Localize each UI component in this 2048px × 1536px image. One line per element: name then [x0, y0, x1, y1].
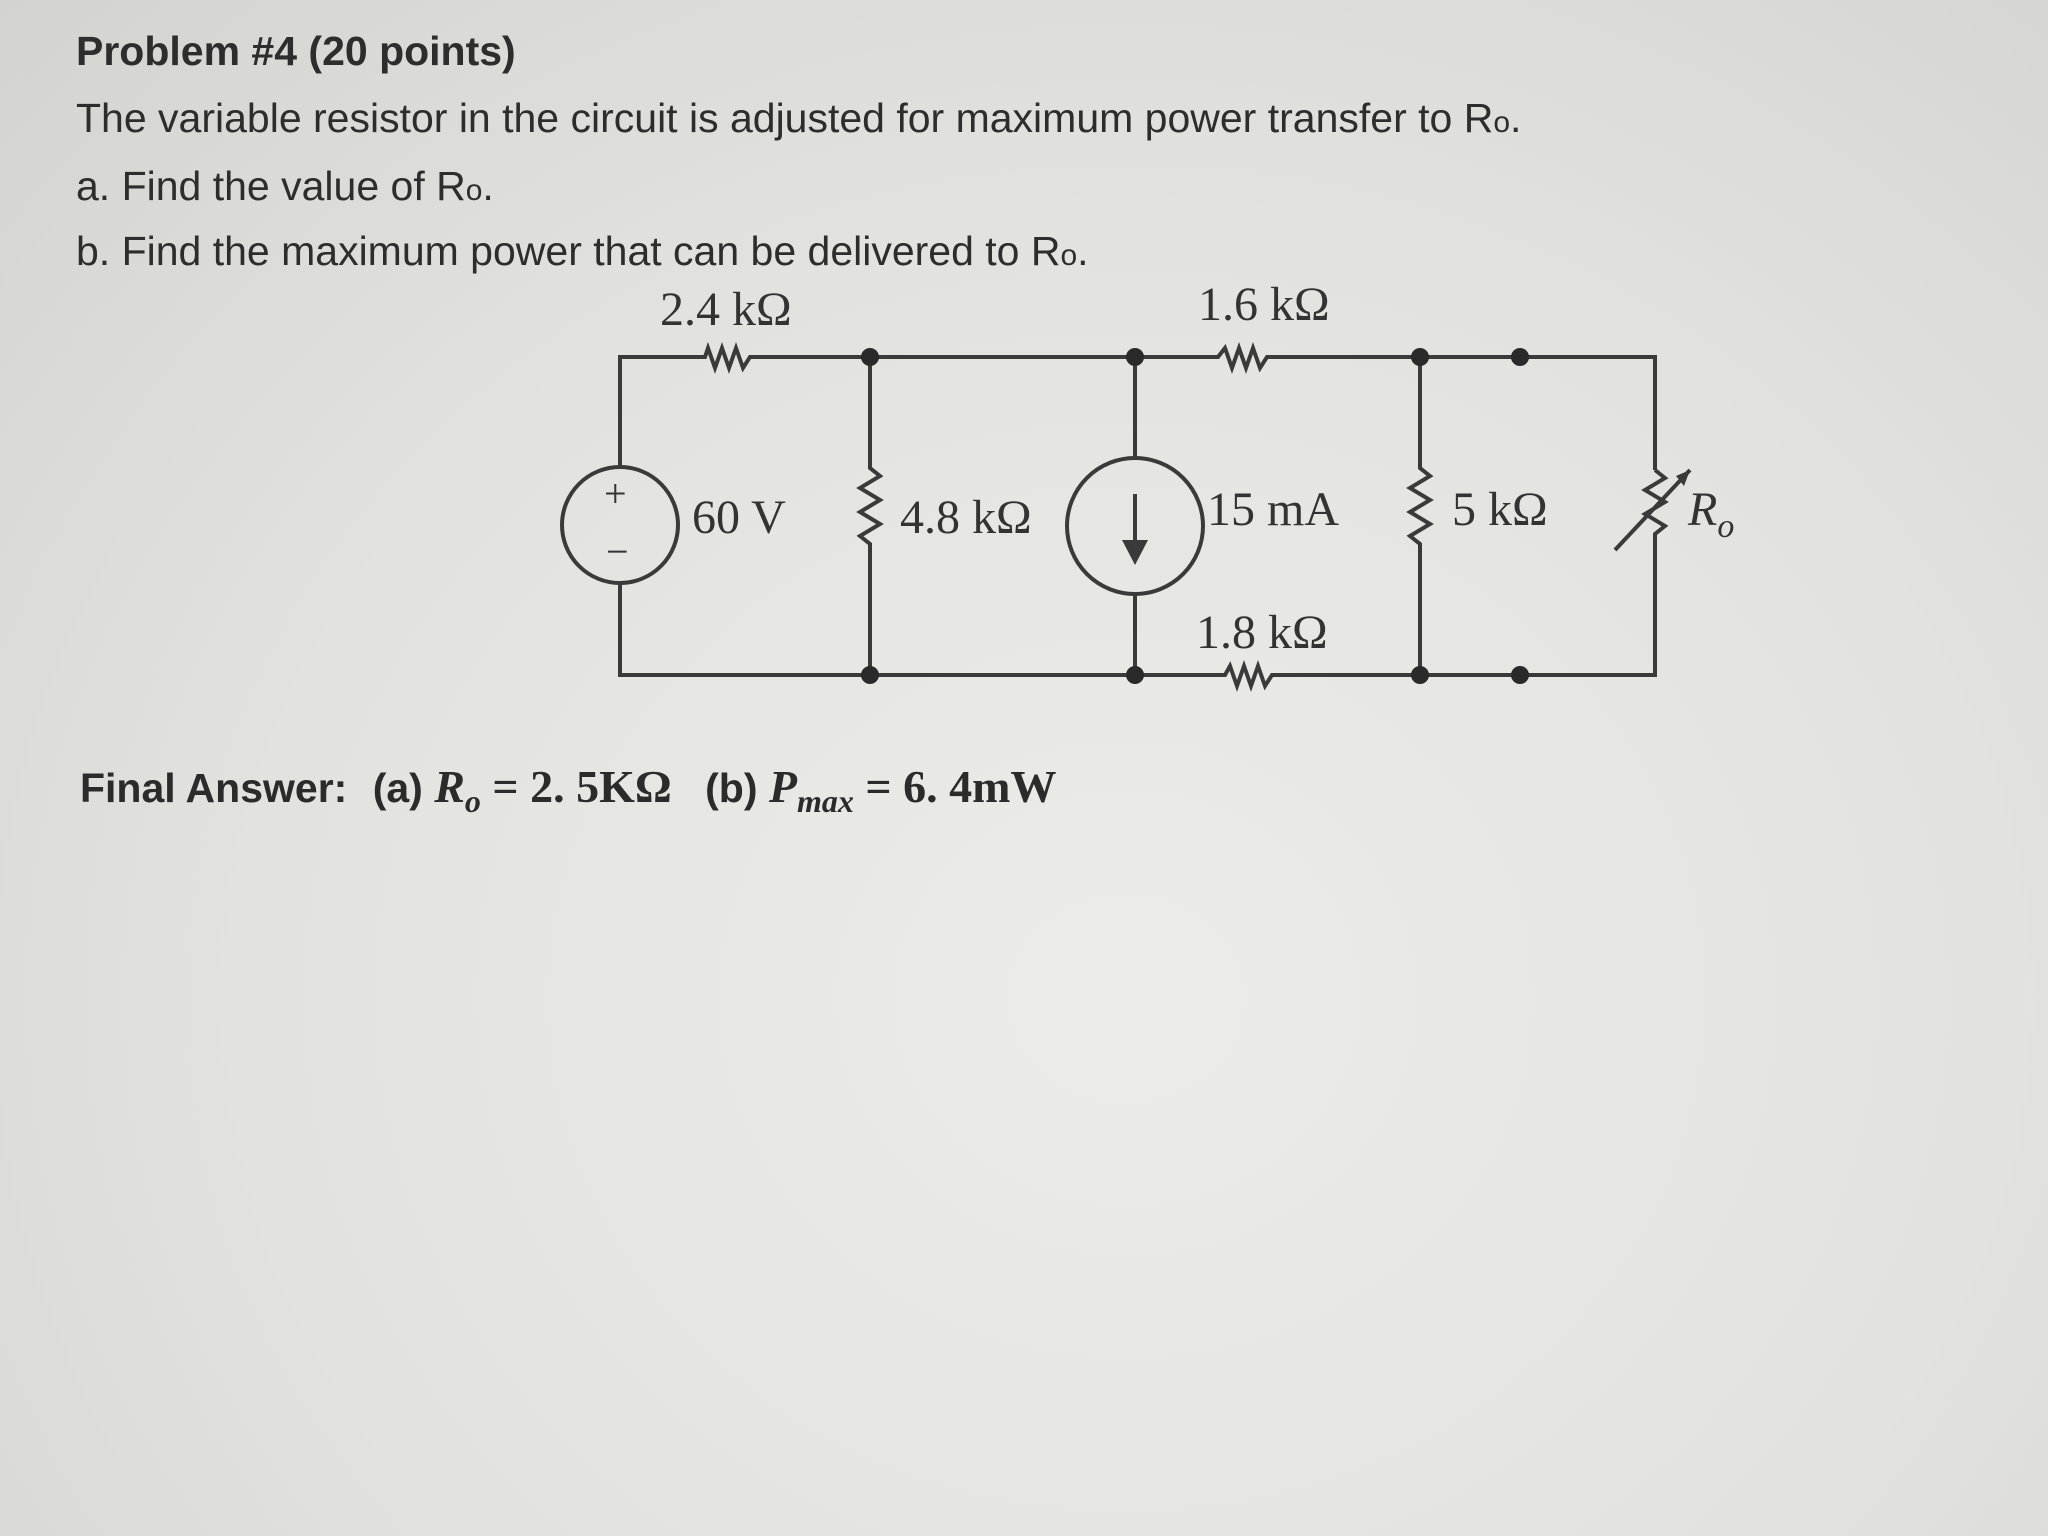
final-answer: Final Answer: (a) Ro = 2. 5KΩ (b) Pmax =…	[80, 760, 1056, 820]
ro-subscript: o	[464, 783, 481, 819]
node-dot	[1126, 666, 1144, 684]
node-dot	[1511, 666, 1529, 684]
node-dot	[861, 666, 879, 684]
pmax-value: = 6. 4mW	[853, 761, 1057, 812]
problem-title: Problem #4 (20 points)	[76, 28, 516, 74]
ro-value: = 2. 5KΩ	[480, 761, 672, 812]
top-right-resistor-branch	[1135, 341, 1657, 470]
node-dot	[1126, 348, 1144, 366]
node-dot	[1411, 348, 1429, 366]
node-dot	[861, 348, 879, 366]
current-arrow-head	[1122, 540, 1148, 565]
label-r-shunt-5k: 5 kΩ	[1452, 483, 1548, 536]
answer-pmax: Pmax = 6. 4mW	[768, 761, 1057, 819]
intro-end: .	[1510, 95, 1522, 141]
node-dot	[1411, 666, 1429, 684]
left-wire-bottom	[618, 584, 870, 677]
shunt-resistor-48k	[856, 357, 884, 675]
problem-part-a: a. Find the value of Ro.	[76, 163, 494, 210]
part-b-end: .	[1077, 228, 1089, 274]
answer-part-b-label: (b)	[705, 765, 758, 811]
label-r-bottom: 1.8 kΩ	[1196, 606, 1328, 659]
part-a-subscript: o	[465, 174, 483, 207]
label-current-source: 15 mA	[1207, 483, 1339, 536]
part-a-text: a. Find the value of R	[76, 163, 466, 209]
source-plus-sign: +	[604, 471, 627, 516]
voltage-source-symbol	[560, 465, 680, 585]
answer-part-a-label: (a)	[372, 765, 423, 811]
node-dot	[1511, 348, 1529, 366]
variable-arrow-head	[1676, 470, 1690, 486]
load-label-main: R	[1687, 483, 1717, 536]
part-b-subscript: o	[1060, 239, 1078, 272]
label-r-shunt-48k: 4.8 kΩ	[900, 491, 1032, 544]
final-answer-label: Final Answer:	[80, 765, 348, 811]
ro-variable: R	[434, 761, 465, 812]
label-r-top-right: 1.6 kΩ	[1198, 278, 1330, 331]
problem-intro: The variable resistor in the circuit is …	[76, 95, 1521, 142]
answer-ro: Ro = 2. 5KΩ	[434, 761, 672, 819]
part-a-end: .	[482, 163, 494, 209]
current-source-symbol	[1065, 456, 1205, 596]
label-r-top-left: 2.4 kΩ	[660, 283, 792, 336]
intro-text: The variable resistor in the circuit is …	[76, 95, 1494, 141]
source-minus-sign: −	[606, 529, 629, 574]
shunt-resistor-5k	[1406, 357, 1434, 675]
p-variable: P	[768, 761, 798, 812]
problem-part-b: b. Find the maximum power that can be de…	[76, 228, 1089, 275]
label-load-ro: Ro	[1687, 483, 1734, 545]
load-label-sub: o	[1717, 508, 1734, 545]
intro-subscript: o	[1493, 106, 1510, 139]
label-voltage-source: 60 V	[692, 491, 786, 544]
variable-arrow-line	[1613, 468, 1692, 552]
part-b-text: b. Find the maximum power that can be de…	[76, 228, 1061, 274]
p-subscript: max	[797, 783, 854, 819]
top-left-resistor-branch	[618, 341, 870, 375]
